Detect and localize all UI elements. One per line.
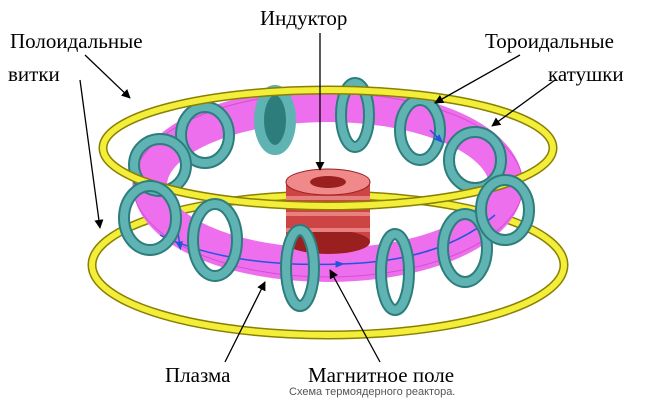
label-pointers (79, 33, 556, 363)
magnetic-field-label: Магнитное поле (308, 363, 455, 387)
figure-caption: Схема термоядерного реактора. (289, 386, 456, 398)
toroidal-label-line2: катушки (548, 62, 624, 86)
poloidal-label-line1: Полоидальные (10, 29, 143, 53)
inductor-label: Индуктор (260, 6, 348, 30)
plasma-label: Плазма (165, 363, 231, 387)
toroidal-coils-back (128, 77, 507, 197)
toroidal-label-line1: Тороидальные (485, 29, 614, 53)
toroidal-coils-front (118, 174, 535, 316)
poloidal-label-line2: витки (8, 62, 60, 86)
inductor-solenoid (285, 168, 371, 254)
poloidal-ring-upper (98, 85, 558, 211)
